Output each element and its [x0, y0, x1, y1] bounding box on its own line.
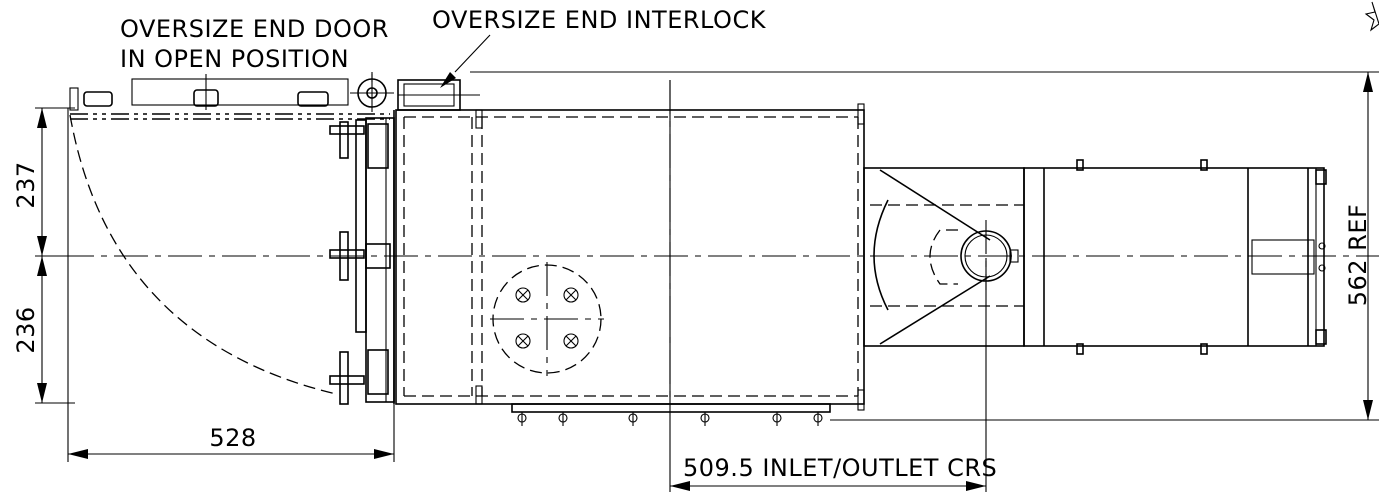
bolt-symbol — [563, 333, 579, 349]
dim-overall-height: 562 REF — [1344, 204, 1372, 307]
clamp-block — [367, 123, 389, 169]
clamp-bolt — [339, 351, 349, 405]
clamp-bar — [329, 125, 365, 135]
hinge-assembly — [350, 74, 394, 112]
closed-door-panel — [355, 119, 367, 333]
open-door-assembly — [69, 74, 390, 395]
door-handle — [297, 91, 329, 107]
support-foot — [813, 412, 823, 426]
interlock-callout-leader — [454, 34, 491, 73]
clamp-bar — [329, 249, 365, 259]
drum-fastener — [1318, 242, 1326, 250]
callout-door-line2: IN OPEN POSITION — [120, 45, 349, 73]
bolt-symbol — [515, 287, 531, 303]
transition-cone-edge — [879, 275, 991, 345]
transition-curve — [873, 199, 889, 311]
door-clamp-middle — [329, 231, 391, 281]
transition-box — [863, 167, 1025, 347]
vessel-clip — [475, 385, 483, 405]
drum-end-clip — [1315, 329, 1327, 345]
star-outline-icon — [1364, 1, 1379, 32]
drum-clip — [1076, 159, 1084, 171]
drum-clip — [1200, 343, 1208, 355]
outlet-nub — [1009, 249, 1019, 263]
open-door-frame — [131, 78, 349, 106]
support-rail — [511, 403, 831, 426]
dim-arrow — [37, 108, 47, 128]
door-swing-arc — [69, 114, 337, 395]
dim-lower-half: 236 — [12, 306, 40, 353]
drum-clip — [1200, 159, 1208, 171]
callout-interlock: OVERSIZE END INTERLOCK — [432, 6, 767, 34]
support-foot — [628, 412, 638, 426]
dim-arrow — [1363, 72, 1373, 92]
interlock-unit — [397, 79, 480, 111]
dim-upper-half: 237 — [12, 161, 40, 208]
vessel-outline — [395, 109, 865, 405]
support-foot — [558, 412, 568, 426]
inlet-port — [490, 262, 604, 376]
dim-inlet-outlet: 509.5 INLET/OUTLET CRS — [683, 454, 997, 482]
bolt-symbol — [515, 333, 531, 349]
dim-door-length: 528 — [209, 424, 256, 452]
outlet-hidden-profile — [929, 229, 958, 285]
bolt-symbol — [563, 287, 579, 303]
door-clamp-bottom — [329, 349, 389, 405]
dim-arrow — [37, 236, 47, 256]
support-rail-bar — [511, 403, 831, 413]
door-clamp-top — [329, 121, 389, 169]
drum-terminal-box — [1251, 239, 1315, 275]
dim-arrow — [68, 449, 88, 459]
door-edge — [69, 87, 79, 111]
dim-arrow — [1363, 400, 1373, 420]
door-handle — [83, 91, 113, 107]
outlet-transition — [863, 167, 1025, 347]
vessel-clip — [857, 103, 865, 125]
support-foot — [772, 412, 782, 426]
support-foot — [517, 412, 527, 426]
closed-door-assembly — [329, 110, 395, 405]
dim-arrow — [37, 256, 47, 276]
dim-arrow — [374, 449, 394, 459]
clamp-block — [367, 349, 389, 395]
callout-door-line1: OVERSIZE END DOOR — [120, 15, 389, 43]
dim-arrow — [670, 481, 690, 491]
drum-clip — [1076, 343, 1084, 355]
dim-arrow — [37, 383, 47, 403]
clamp-bolt — [339, 231, 349, 281]
drum-outline — [1023, 167, 1325, 347]
drum-fastener — [1318, 264, 1326, 272]
clamp-bar — [329, 375, 365, 385]
drum-end-clip — [1315, 169, 1327, 185]
vessel-clip — [857, 389, 865, 411]
support-foot — [700, 412, 710, 426]
vessel-clip — [475, 109, 483, 129]
motor-drum — [1023, 159, 1327, 355]
dim-arrow — [966, 481, 986, 491]
clamp-block — [365, 243, 391, 269]
clamp-bolt — [339, 121, 349, 159]
vessel-body — [395, 80, 865, 411]
